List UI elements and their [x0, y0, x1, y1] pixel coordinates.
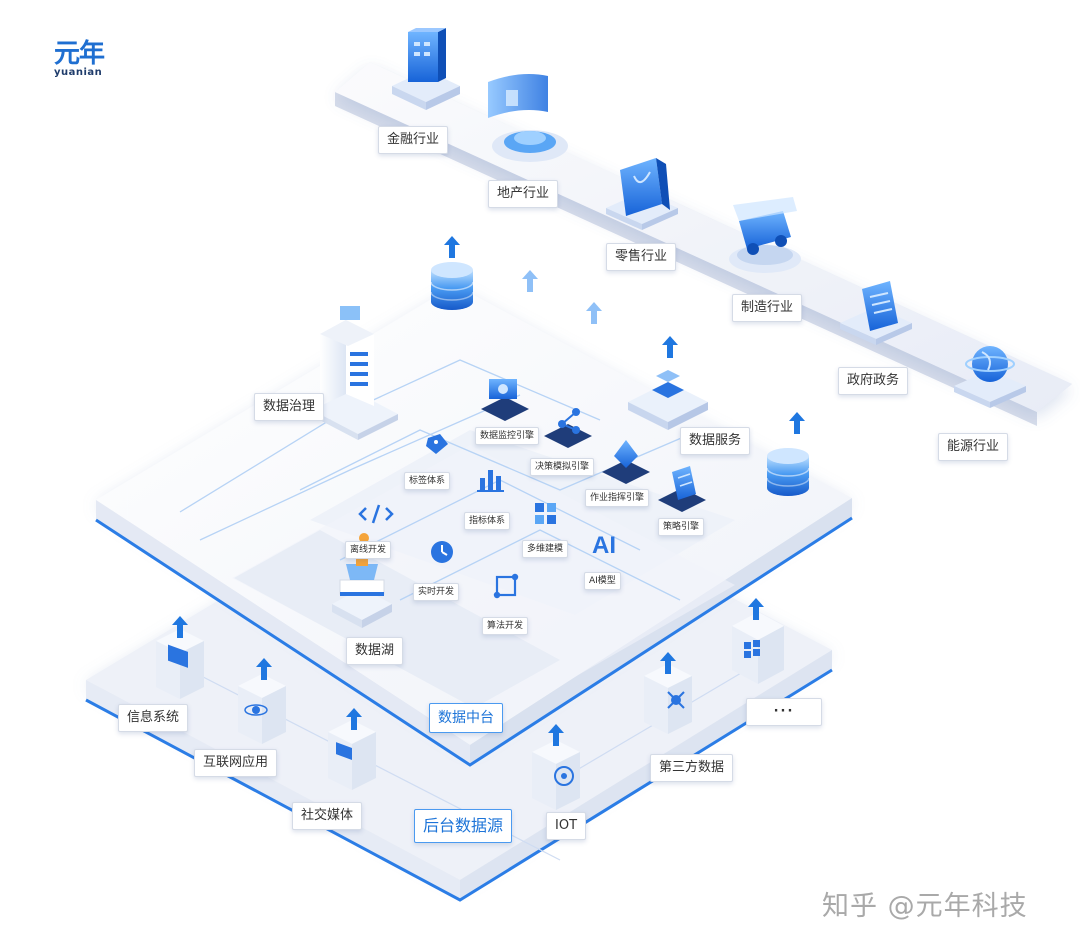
brand-name-cn: 元年 [54, 39, 105, 69]
governance-server-icon [312, 306, 398, 440]
industry-energy-label: 能源行业 [938, 433, 1009, 461]
retail-icon [606, 158, 678, 230]
platform-title: 数据中台 [429, 703, 503, 733]
industry-retail-label: 零售行业 [606, 243, 677, 271]
source-info-system-label: 信息系统 [118, 704, 189, 732]
manufacturing-icon [729, 197, 801, 273]
data-service-label: 数据服务 [680, 427, 751, 455]
energy-icon [954, 346, 1026, 408]
source-internet-app-label: 互联网应用 [194, 749, 278, 777]
dispatch-engine-icon [602, 440, 650, 484]
monitor-engine-label: 数据监控引擎 [475, 427, 540, 445]
realtime-dev-label: 实时开发 [413, 583, 460, 601]
real-estate-icon [488, 74, 568, 162]
social-media-icon [328, 720, 376, 790]
service-arrow [662, 336, 678, 358]
sources-title: 后台数据源 [414, 809, 513, 843]
source-more-label: ··· [746, 698, 822, 726]
offline-dev-label: 离线开发 [345, 541, 392, 559]
source-social-media-label: 社交媒体 [292, 802, 363, 830]
industry-real-estate-label: 地产行业 [488, 180, 559, 208]
decision-engine-label: 决策模拟引擎 [530, 458, 595, 476]
governance-label: 数据治理 [254, 393, 325, 421]
brand-name-en: yuanian [54, 67, 103, 78]
government-icon [840, 281, 912, 345]
dispatch-engine-label: 作业指挥引擎 [585, 489, 650, 507]
industry-manufacturing-label: 制造行业 [732, 294, 803, 322]
watermark-text: 知乎 @元年科技 [822, 891, 1028, 922]
more-sources-icon [732, 612, 784, 684]
iot-icon [532, 740, 580, 810]
data-service-icon [628, 370, 708, 430]
algorithm-dev-icon [493, 573, 519, 599]
finance-icon [392, 28, 460, 110]
multidim-model-label: 多维建模 [522, 540, 569, 558]
internet-app-icon [238, 674, 286, 744]
multidim-model-icon [535, 503, 556, 524]
tag-system-label: 标签体系 [404, 472, 451, 490]
realtime-dev-icon [431, 541, 453, 563]
source-third-party-label: 第三方数据 [650, 754, 734, 782]
ai-model-icon: AI [592, 532, 616, 559]
storage-right-arrow [789, 412, 805, 434]
offline-dev-icon [358, 504, 394, 543]
strategy-engine-icon [658, 466, 706, 512]
source-iot-label: IOT [546, 812, 587, 840]
storage-cylinder-left [430, 261, 474, 311]
industry-finance-label: 金融行业 [378, 126, 449, 154]
storage-cylinder-right [766, 447, 810, 497]
metrics-system-icon [477, 470, 504, 492]
algorithm-dev-label: 算法开发 [482, 617, 529, 635]
storage-left-arrow [444, 236, 460, 258]
data-lake-label: 数据湖 [346, 637, 404, 665]
tag-system-icon [426, 434, 448, 454]
industry-government-label: 政府政务 [838, 367, 909, 395]
ai-model-label: AI模型 [584, 572, 621, 590]
info-system-icon [156, 629, 204, 699]
light-arrow-b [586, 302, 602, 324]
decision-engine-icon [544, 408, 592, 448]
third-party-icon [644, 664, 692, 734]
data-lake-icon [332, 556, 392, 628]
metrics-system-label: 指标体系 [464, 512, 511, 530]
strategy-engine-label: 策略引擎 [658, 518, 705, 536]
light-arrow-a [522, 270, 538, 292]
brand-logo: 元年 yuanian [54, 39, 105, 78]
monitor-engine-icon [481, 379, 529, 421]
ai-icon-text: AI [592, 532, 616, 559]
